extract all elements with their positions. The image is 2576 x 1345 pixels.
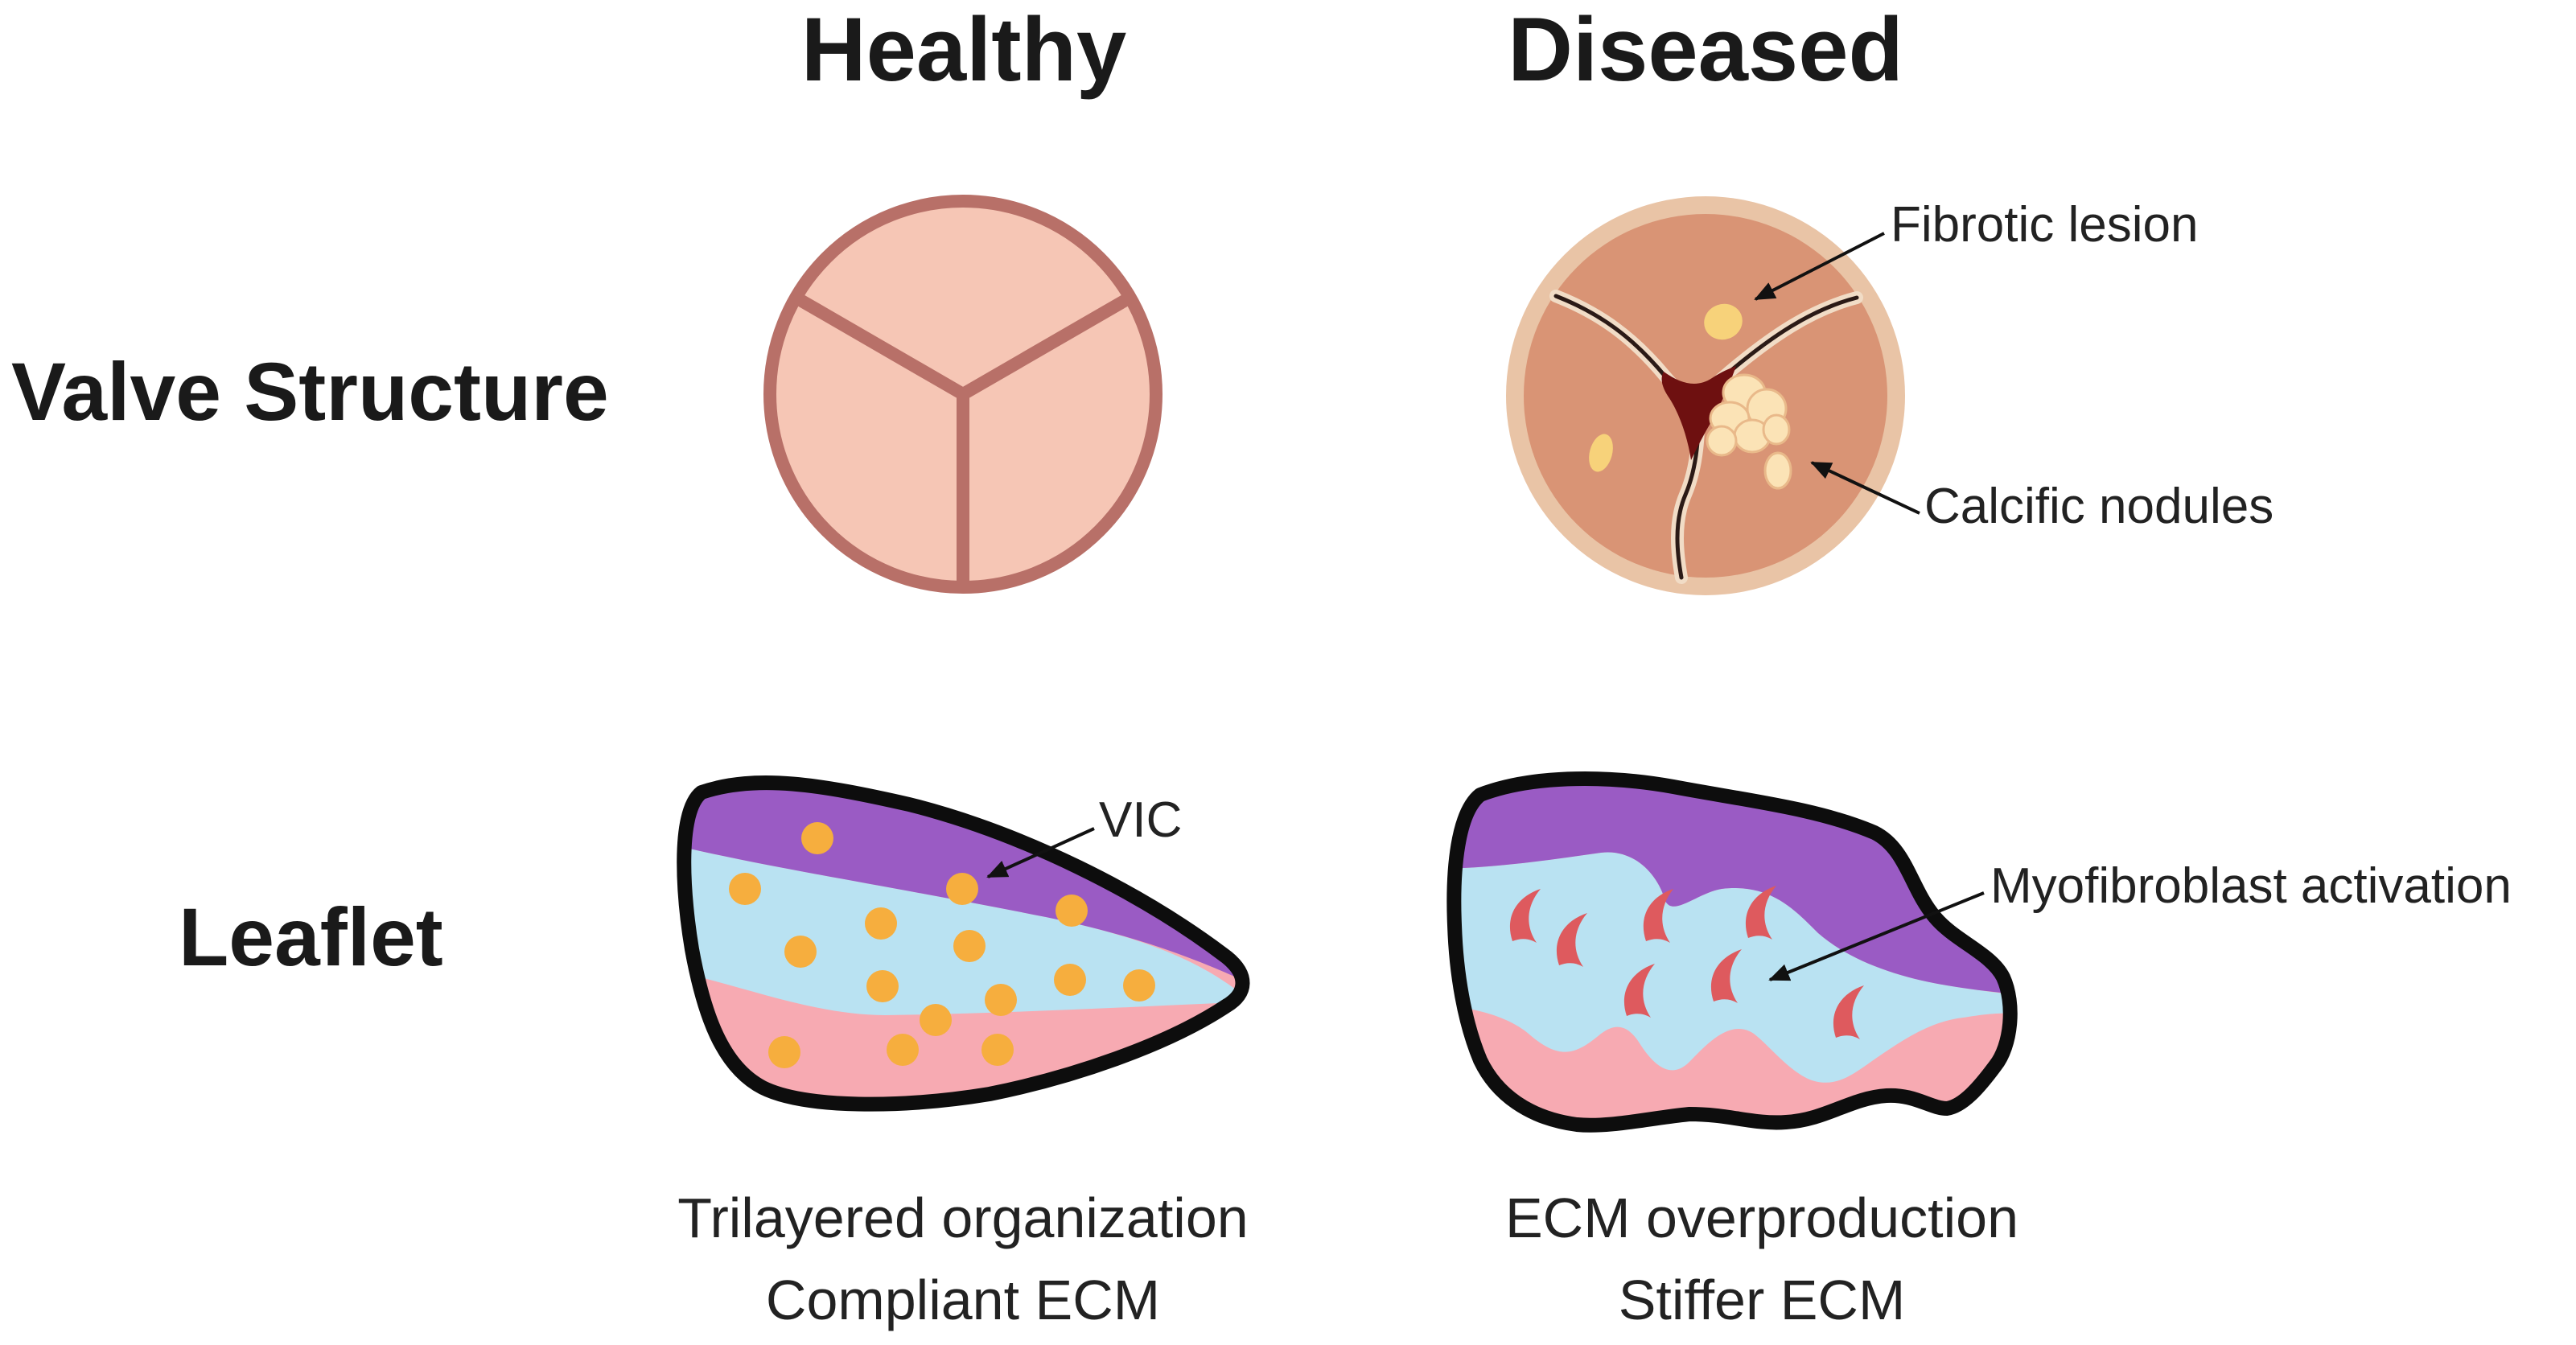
fibrotic-lesion-spot	[1704, 303, 1743, 340]
healthy-leaflet-blue-layer	[684, 837, 1243, 1015]
myofibroblast-cells	[1509, 886, 1864, 1039]
healthy-valve-commissures	[792, 293, 1134, 590]
myofibroblast-cell	[1623, 964, 1655, 1018]
healthy-leaflet-illustration	[677, 775, 1250, 1112]
vic-cell	[865, 907, 897, 940]
stenotic-orifice	[1661, 366, 1736, 460]
myofibroblast-cell	[1745, 886, 1776, 940]
vic-cell	[784, 936, 817, 968]
vic-cell	[1056, 895, 1088, 927]
vic-cell	[1123, 969, 1155, 1002]
caption-healthy-line2: Compliant ECM	[766, 1269, 1160, 1331]
vic-cells	[729, 822, 1155, 1068]
vic-cell	[946, 873, 978, 905]
annotation-calcific-nodules: Calcific nodules	[1924, 479, 2274, 534]
myofibroblast-cell	[1710, 949, 1742, 1003]
annotation-vic: VIC	[1099, 792, 1182, 848]
myofibroblast-cell	[1556, 913, 1587, 967]
row-heading-valve-structure: Valve Structure	[11, 346, 609, 438]
vic-cell	[768, 1036, 800, 1068]
calcific-nodule-cluster	[1706, 373, 1792, 490]
arrow-vic	[986, 827, 1095, 878]
diseased-valve-illustration	[1506, 196, 1905, 595]
column-heading-diseased: Diseased	[1508, 0, 1903, 100]
caption-healthy-line1: Trilayered organization	[677, 1187, 1248, 1249]
vic-cell	[801, 822, 833, 854]
healthy-leaflet-outline	[677, 775, 1250, 1112]
arrow-myofibroblast-activation	[1768, 891, 1985, 981]
arrow-fibrotic-lesion	[1754, 232, 1885, 301]
vic-cell	[985, 984, 1017, 1016]
fibrotic-lesion-spot-small	[1589, 434, 1613, 472]
vic-cell	[866, 970, 899, 1002]
diseased-leaflet-outline	[1446, 771, 2018, 1133]
vic-cell	[981, 1034, 1014, 1066]
caption-diseased-line2: Stiffer ECM	[1619, 1269, 1906, 1331]
vic-cell	[920, 1004, 952, 1036]
diseased-leaflet-illustration	[1446, 771, 2018, 1133]
annotation-myofibroblast-activation: Myofibroblast activation	[1990, 858, 2512, 914]
column-heading-healthy: Healthy	[801, 0, 1127, 100]
annotation-fibrotic-lesion: Fibrotic lesion	[1891, 197, 2198, 253]
myofibroblast-cell	[1509, 889, 1541, 943]
vic-cell	[953, 930, 986, 962]
vic-cell	[887, 1034, 919, 1066]
healthy-valve-illustration	[763, 195, 1162, 594]
arrow-calcific-nodules	[1810, 461, 1920, 515]
vic-cell	[1054, 964, 1086, 996]
vic-cell	[729, 873, 761, 905]
myofibroblast-cell	[1643, 889, 1673, 943]
caption-diseased-line1: ECM overproduction	[1505, 1187, 2018, 1249]
myofibroblast-cell	[1833, 985, 1864, 1039]
row-heading-leaflet: Leaflet	[179, 891, 443, 983]
